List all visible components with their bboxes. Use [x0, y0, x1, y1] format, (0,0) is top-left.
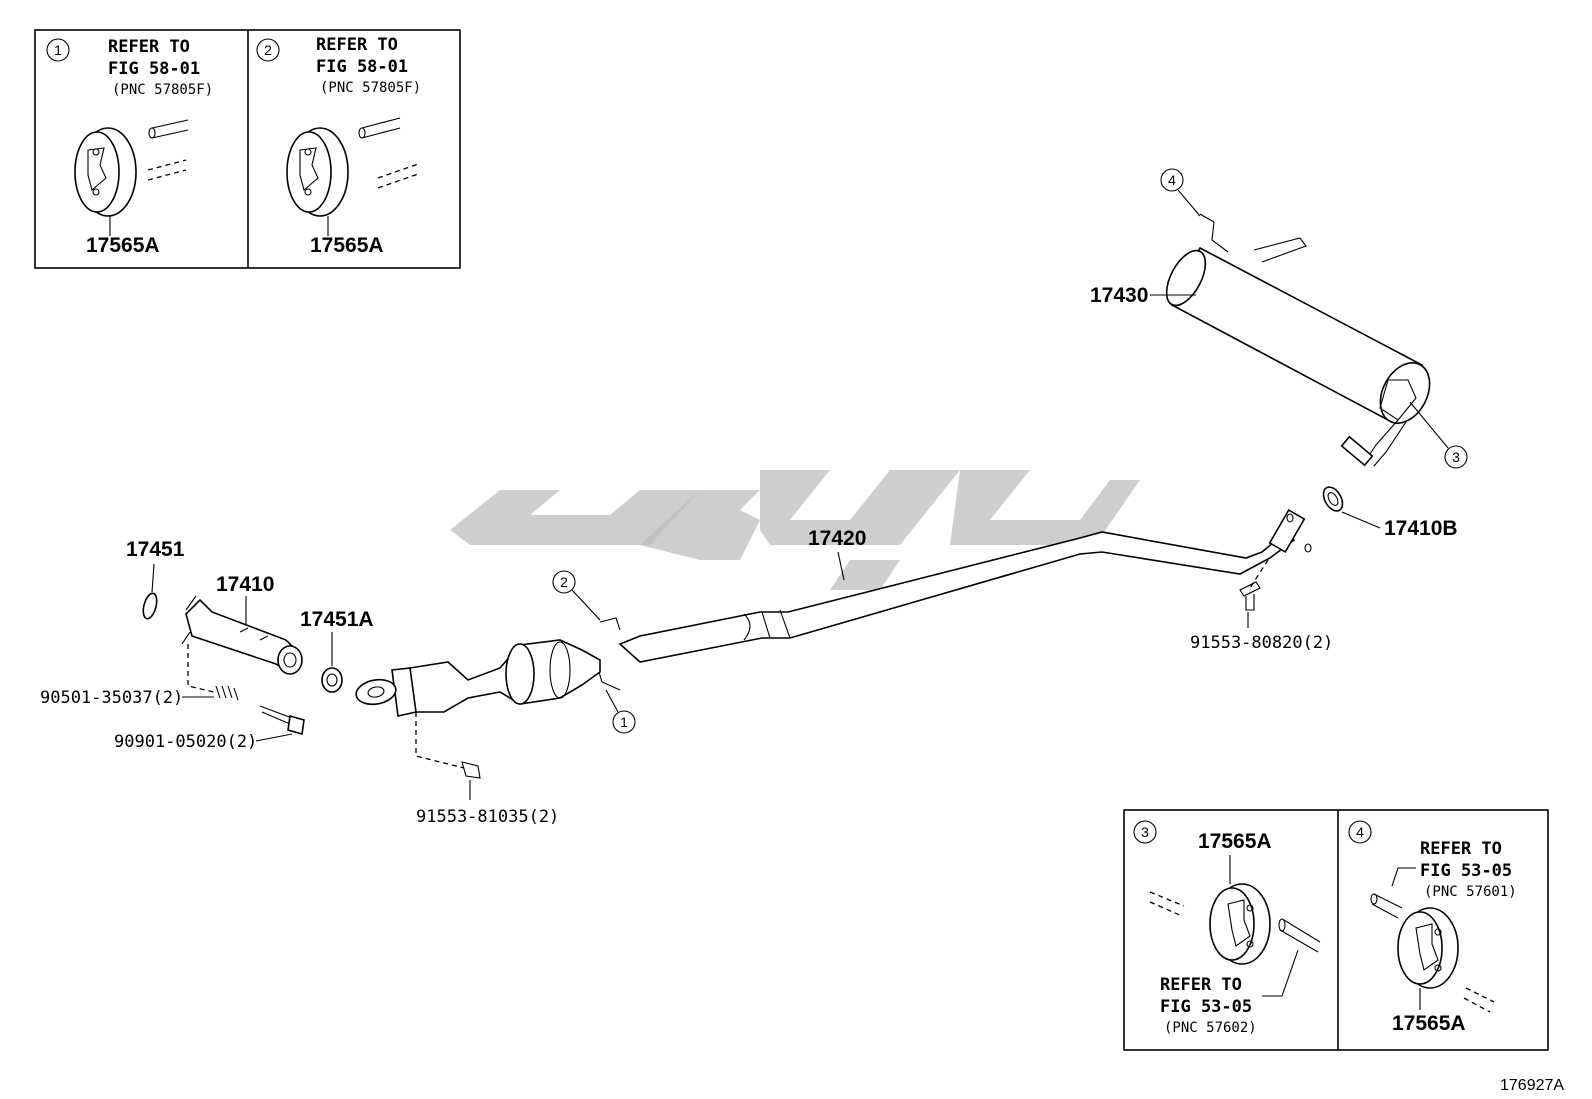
inset-1-number: 1 — [54, 42, 62, 58]
callout-2-circle — [552, 570, 576, 594]
hanger-rod-3b — [1279, 919, 1321, 953]
inset-1-refer: REFER TO — [108, 37, 190, 57]
inset-3: 3 17565A REFER TO FIG 53-05 (PNC 57602) — [1133, 820, 1321, 1036]
inset-2-part: 17565A — [310, 234, 384, 257]
inset-4-pnc: (PNC 57601) — [1424, 884, 1517, 900]
hanger-rod-4b — [1463, 987, 1495, 1013]
callout-1: 1 — [620, 714, 628, 730]
front-pipe-17410 — [181, 595, 303, 675]
inset-1-pnc: (PNC 57805F) — [112, 82, 213, 98]
gasket-ring-17451 — [142, 592, 158, 620]
rod-end-3 — [1278, 918, 1286, 932]
callout-3: 3 — [1452, 449, 1460, 465]
watermark-logo — [450, 470, 1140, 590]
hanger-rubber-1 — [74, 127, 137, 217]
callout-1-circle — [612, 710, 636, 734]
bolt-90901-05020 — [259, 705, 305, 736]
callout-2: 2 — [560, 574, 568, 590]
hanger-rod-4a — [1371, 893, 1403, 919]
catalytic-converter — [355, 639, 601, 717]
label-17451: 17451 — [126, 538, 185, 561]
hanger-rubber-2 — [286, 127, 349, 217]
inset-3-part: 17565A — [1198, 830, 1272, 853]
inset-4-circle — [1348, 820, 1372, 844]
figure-id: 176927A — [1500, 1077, 1564, 1094]
inset-3-refer: REFER TO — [1160, 975, 1242, 995]
gasket-17451a — [321, 667, 343, 693]
inset-1-circle — [46, 38, 70, 62]
callout-4: 4 — [1168, 172, 1176, 188]
hanger-rubber-4 — [1397, 907, 1459, 989]
inset-4: 4 REFER TO FIG 53-05 (PNC 57601) 17565A — [1348, 820, 1517, 1035]
bolt-91553-81035 — [415, 712, 481, 779]
inset-4-fig: FIG 53-05 — [1420, 861, 1512, 881]
center-exhaust-pipe — [618, 508, 1312, 663]
inset-frame-bottom — [1123, 809, 1549, 1051]
inset-4-number: 4 — [1356, 824, 1364, 840]
inset-1-part: 17565A — [86, 234, 160, 257]
hanger-rod-1b — [147, 159, 187, 181]
label-90501-35037: 90501-35037(2) — [40, 688, 183, 708]
inset-3-number: 3 — [1141, 824, 1149, 840]
rear-muffler — [1165, 213, 1431, 467]
inset-2-number: 2 — [264, 42, 272, 58]
hanger-rubber-3 — [1209, 883, 1271, 965]
gasket-17410b — [1322, 486, 1344, 512]
inset-1-fig: FIG 58-01 — [108, 59, 200, 79]
callout-3-circle — [1444, 445, 1468, 469]
label-17430: 17430 — [1090, 284, 1148, 307]
inset-box-bottom — [1123, 809, 1549, 1051]
inset-2-refer: REFER TO — [316, 35, 398, 55]
inset-3-pnc: (PNC 57602) — [1164, 1020, 1257, 1036]
rod-end-4 — [1370, 893, 1378, 905]
hanger-rod-2b — [377, 163, 419, 189]
inset-4-part: 17565A — [1392, 1012, 1466, 1035]
label-91553-80820: 91553-80820(2) — [1190, 633, 1333, 653]
bolt-91553-80820 — [1239, 559, 1269, 611]
inset-box-top — [34, 29, 461, 269]
hanger-rod-3a — [1149, 891, 1185, 917]
inset-2-fig: FIG 58-01 — [316, 57, 408, 77]
inset-2-circle — [256, 38, 280, 62]
inset-2-pnc: (PNC 57805F) — [320, 80, 421, 96]
inset-1: 1 REFER TO FIG 58-01 (PNC 57805F) 17565A — [46, 37, 213, 257]
inset-2: 2 REFER TO FIG 58-01 (PNC 57805F) 17565A — [256, 35, 421, 257]
inset-3-fig: FIG 53-05 — [1160, 997, 1252, 1017]
spring-90501-35037 — [187, 644, 239, 701]
hanger-rod-2a — [358, 117, 401, 139]
hanger-rod-1a — [148, 119, 189, 139]
label-17420: 17420 — [808, 527, 866, 550]
label-91553-81035: 91553-81035(2) — [416, 807, 559, 827]
inset-3-circle — [1133, 820, 1157, 844]
hanger-bracket-2 — [599, 617, 621, 631]
label-17451a: 17451A — [300, 608, 374, 631]
label-17410b: 17410B — [1384, 517, 1458, 540]
inset-4-refer: REFER TO — [1420, 839, 1502, 859]
label-17410: 17410 — [216, 573, 274, 596]
callout-4-circle — [1160, 168, 1184, 192]
label-90901-05020: 90901-05020(2) — [114, 732, 257, 752]
